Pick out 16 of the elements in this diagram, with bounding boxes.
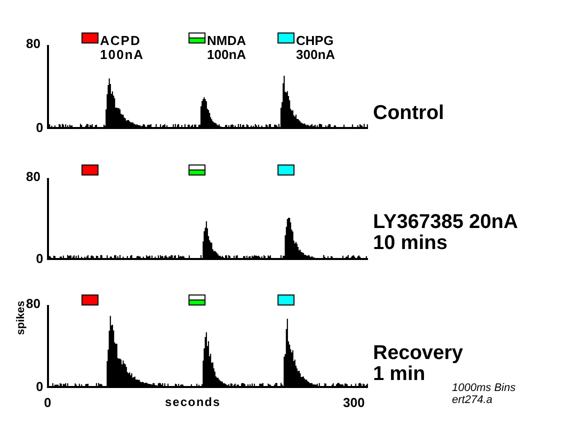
tick-label: 80 [26,170,40,184]
note: 1000ms Bins ert274.a [452,382,517,406]
tick-label: 300 [343,396,365,410]
legend-label: NMDA 100nA [207,34,248,62]
tick-label: 0 [36,252,44,266]
axis-title: seconds [165,396,221,409]
tick-label: 0 [36,121,44,135]
condition-label: Control [373,103,444,124]
tick-label: 0 [44,396,52,410]
legend-label: ACPD 100nA [100,34,144,62]
tick-label: 0 [36,380,44,394]
condition-label: LY367385 20nA 10 mins [373,212,518,254]
legend-label: CHPG 300nA [296,34,336,62]
axis-title: spikes [16,300,27,335]
tick-label: 80 [26,297,40,311]
tick-label: 80 [26,37,40,51]
